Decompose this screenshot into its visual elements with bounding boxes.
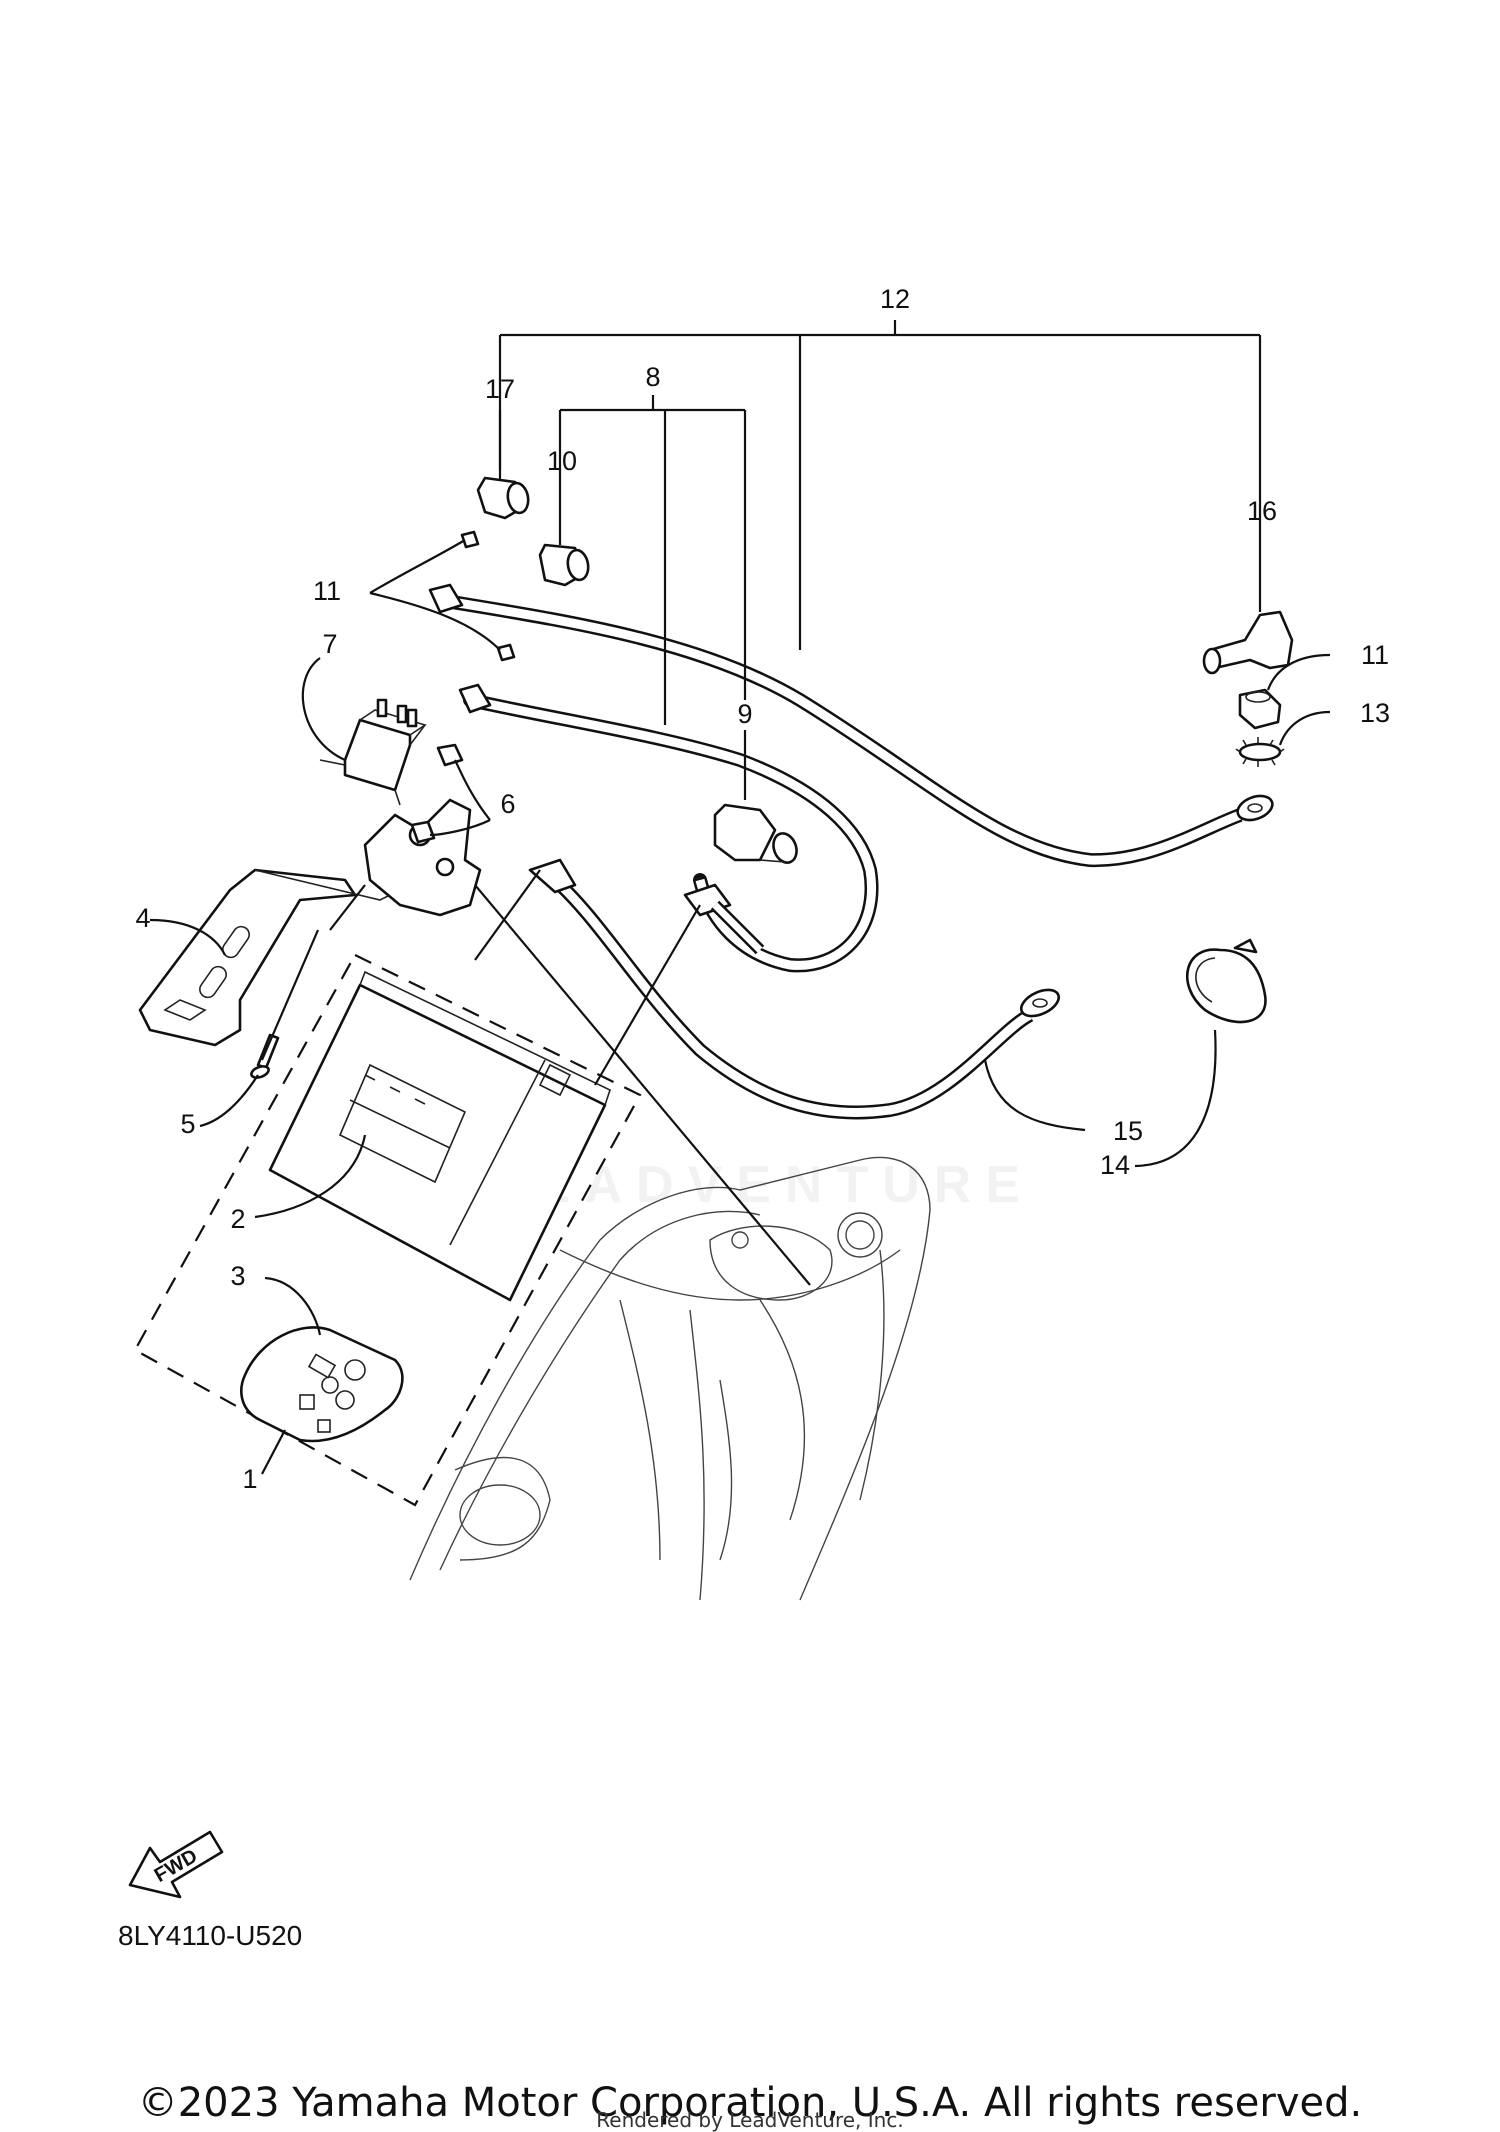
screw [250,929,320,1079]
leader-lines [149,320,1331,1475]
callout-9: 9 [737,699,752,729]
callout-10: 10 [547,446,577,476]
callout-12: 12 [880,284,910,314]
cable-band [1186,938,1267,1024]
battery-bracket [138,868,391,1047]
starter-relay [319,698,427,806]
nut-11-right [1238,688,1282,730]
callout-1: 1 [242,1464,257,1494]
terminal-boot-9 [713,803,798,864]
fwd-arrow-icon: FWD [128,1830,224,1899]
callout-13: 13 [1360,698,1390,728]
cable-short [683,883,765,955]
copyright-text: ©2023 Yamaha Motor Corporation, U.S.A. A… [137,2080,1363,2126]
callout-15: 15 [1113,1116,1143,1146]
watermark: LEADVENTURE [490,1156,1035,1214]
callout-7: 7 [322,629,337,659]
callout-14: 14 [1100,1150,1130,1180]
callout-16: 16 [1247,496,1277,526]
cable-loop [458,683,879,973]
terminal-cover-10 [538,543,590,587]
callout-11-left: 11 [313,576,341,606]
callout-3: 3 [230,1261,245,1291]
nut-11-left [460,530,516,662]
callout-6: 6 [500,789,515,819]
callout-17: 17 [485,374,515,404]
callout-2: 2 [230,1204,245,1234]
bolt-kit [240,1326,404,1443]
terminal-cover-17 [476,476,530,520]
battery [268,970,611,1302]
rendered-by-text: Rendered by LeadVenture, Inc. [596,2108,904,2132]
lock-washer [1235,737,1285,767]
callout-8: 8 [645,362,660,392]
callout-5: 5 [180,1109,195,1139]
cable-long [428,583,1274,868]
hull-outline [409,1156,931,1601]
relay-plate [363,798,482,917]
diagram-code: 8LY4110-U520 [118,1920,303,1951]
callout-11-right: 11 [1361,640,1389,670]
callouts: 1 2 3 4 5 6 7 8 9 10 11 11 12 13 14 15 1… [135,284,1390,1494]
terminal-boot-16 [1202,610,1294,675]
cable-lower [528,858,1061,1120]
battery-set-boundary [133,953,642,1507]
callout-4: 4 [135,903,150,933]
nuts [410,743,464,844]
